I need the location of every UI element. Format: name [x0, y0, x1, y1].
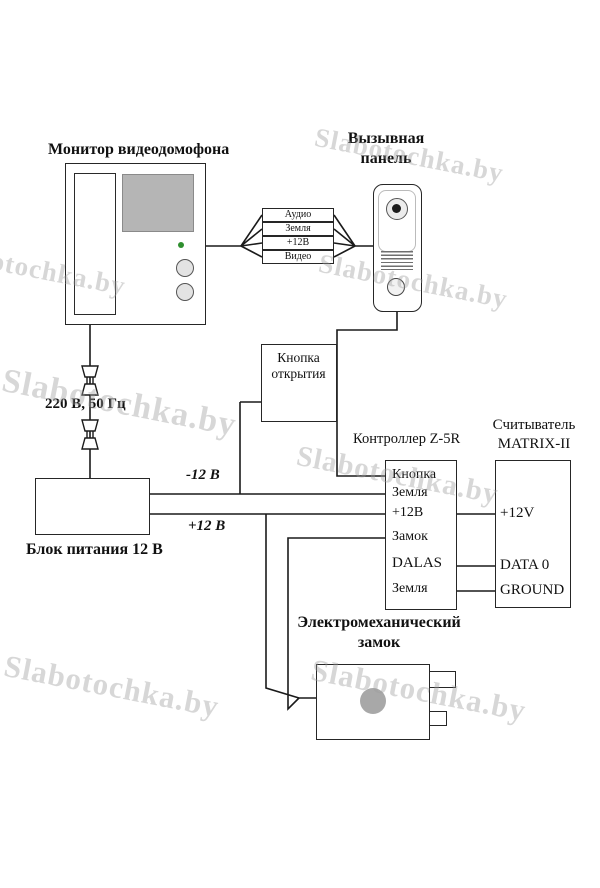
monitor-screen: [122, 174, 194, 232]
bundle-fan-right: [333, 214, 356, 258]
controller-pin-dalas: DALAS: [392, 555, 443, 571]
bundle-wire-audio: Аудио: [262, 208, 334, 222]
reader-pin-plus12: +12V: [500, 505, 535, 521]
reader-pin-ground: GROUND: [500, 582, 565, 598]
minus12-wire-label: -12 В: [186, 467, 220, 483]
power-led-icon: [178, 242, 184, 248]
call-panel-device: [373, 184, 422, 312]
lock-title-line1: Электромеханический: [297, 614, 461, 631]
camera-lens-icon: [392, 204, 401, 213]
reader-title-line1: Считыватель: [492, 417, 576, 433]
plus12-wire-label: +12 В: [188, 518, 226, 534]
reader-pin-data0: DATA 0: [500, 557, 550, 573]
call-panel-title-line2: панель: [360, 150, 412, 167]
psu-label: Блок питания 12 В: [26, 541, 163, 558]
bundle-fan-left: [240, 214, 263, 258]
monitor-button: [176, 283, 194, 301]
monitor-button: [176, 259, 194, 277]
controller-pin-button: Кнопка: [392, 467, 437, 482]
watermark: Slabotochka.by: [1, 648, 223, 724]
exit-button-title-line2: открытия: [271, 366, 326, 381]
wires-controller-to-reader: [457, 513, 495, 592]
exit-button-box: Кнопка открытия: [261, 344, 337, 422]
reader-title-line2: MATRIX-II: [497, 436, 571, 452]
speaker-grill-icon: [381, 251, 413, 270]
monitor-device: [65, 163, 206, 325]
exit-button-title-line1: Кнопка: [277, 350, 320, 365]
bundle-wire-ground: Земля: [262, 222, 334, 236]
controller-pin-plus12: +12В: [392, 505, 424, 520]
lock-title-line2: замок: [357, 634, 401, 651]
mains-plug-icon: [81, 419, 99, 450]
monitor-handset-panel: [74, 173, 116, 315]
controller-title: Контроллер Z-5R: [353, 431, 461, 447]
monitor-title: Монитор видеодомофона: [48, 141, 230, 158]
mains-plug-icon: [81, 365, 99, 396]
lock-tab: [429, 711, 447, 726]
bundle-wire-video: Видео: [262, 250, 334, 264]
lock-body: [316, 664, 430, 740]
controller-box: Кнопка Земля +12В Замок DALAS Земля: [385, 460, 457, 610]
controller-pin-ground: Земля: [392, 485, 428, 500]
bundle-wire-plus12: +12В: [262, 236, 334, 250]
lock-latch: [429, 671, 456, 688]
mains-label: 220 В, 50 Гц: [45, 396, 126, 412]
call-button-icon: [387, 278, 405, 296]
controller-pin-lock: Замок: [392, 529, 428, 544]
controller-pin-ground2: Земля: [392, 581, 428, 596]
call-panel-title-line1: Вызывная: [347, 130, 425, 147]
reader-box: +12V DATA 0 GROUND: [495, 460, 571, 608]
wire-panel-to-controller-button: [336, 312, 398, 477]
psu-box: [35, 478, 150, 535]
camera-icon: [386, 198, 408, 220]
lock-cylinder-icon: [360, 688, 386, 714]
